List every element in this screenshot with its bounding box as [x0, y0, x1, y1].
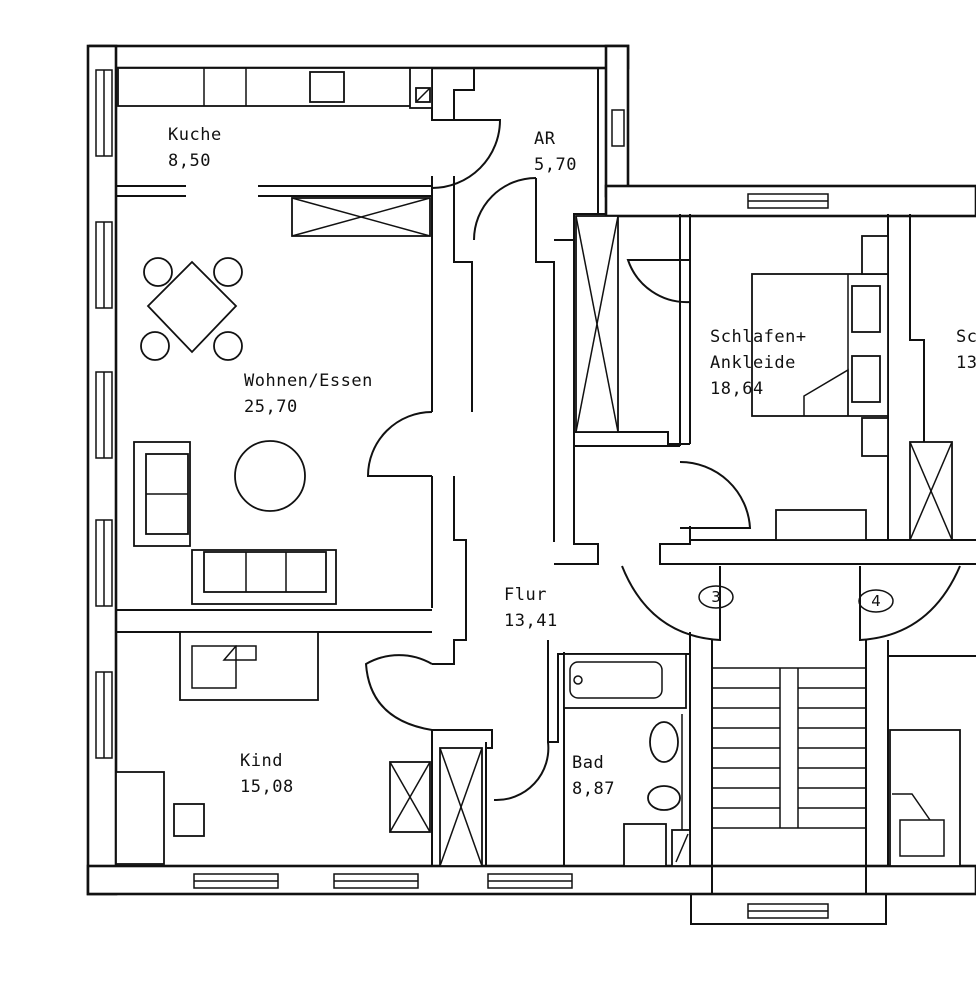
room-area: 15,08 [240, 777, 294, 797]
room-area: 18,64 [710, 379, 764, 399]
room-area: 5,70 [534, 155, 577, 175]
room-label-flur: Flur 13,41 [504, 582, 558, 634]
room-label-kuche: Kuche 8,50 [168, 122, 222, 174]
room-label-schlafen-2: Sc 13 [956, 324, 976, 376]
bath-fixtures [563, 653, 691, 867]
room-area: 13 [956, 353, 976, 373]
doors [364, 119, 961, 802]
room-name: Flur [504, 585, 547, 605]
room-area: 8,50 [168, 151, 211, 171]
room-name: Bad [572, 753, 605, 773]
room-name: AR [534, 129, 556, 149]
dining-table [140, 257, 243, 361]
stair-number-left: 3 [711, 588, 721, 606]
outer-walls [86, 44, 976, 925]
kind-furniture [115, 631, 319, 865]
room-area: 25,70 [244, 397, 298, 417]
room-label-ar: AR 5,70 [534, 126, 577, 178]
wardrobes [291, 197, 953, 867]
staircase [698, 585, 894, 829]
bedroom-furniture [751, 235, 889, 541]
room-name: Wohnen/Essen [244, 371, 373, 391]
room-name: Sc [956, 327, 976, 347]
room-label-bad: Bad 8,87 [572, 750, 615, 802]
windows [95, 69, 829, 919]
room-label-wohnen: Wohnen/Essen 25,70 [244, 368, 373, 420]
neighbour-furniture [889, 729, 961, 867]
room-name-line1: Schlafen+ [710, 327, 807, 347]
room-name: Kind [240, 751, 283, 771]
room-name-line2: Ankleide [710, 353, 796, 373]
room-name: Kuche [168, 125, 222, 145]
room-label-schlafen: Schlafen+ Ankleide 18,64 [710, 324, 807, 402]
room-area: 8,87 [572, 779, 615, 799]
room-area: 13,41 [504, 611, 558, 631]
room-label-kind: Kind 15,08 [240, 748, 294, 800]
living-furniture [133, 440, 337, 605]
stair-number-right: 4 [871, 592, 881, 610]
kitchen-furniture [117, 67, 433, 109]
